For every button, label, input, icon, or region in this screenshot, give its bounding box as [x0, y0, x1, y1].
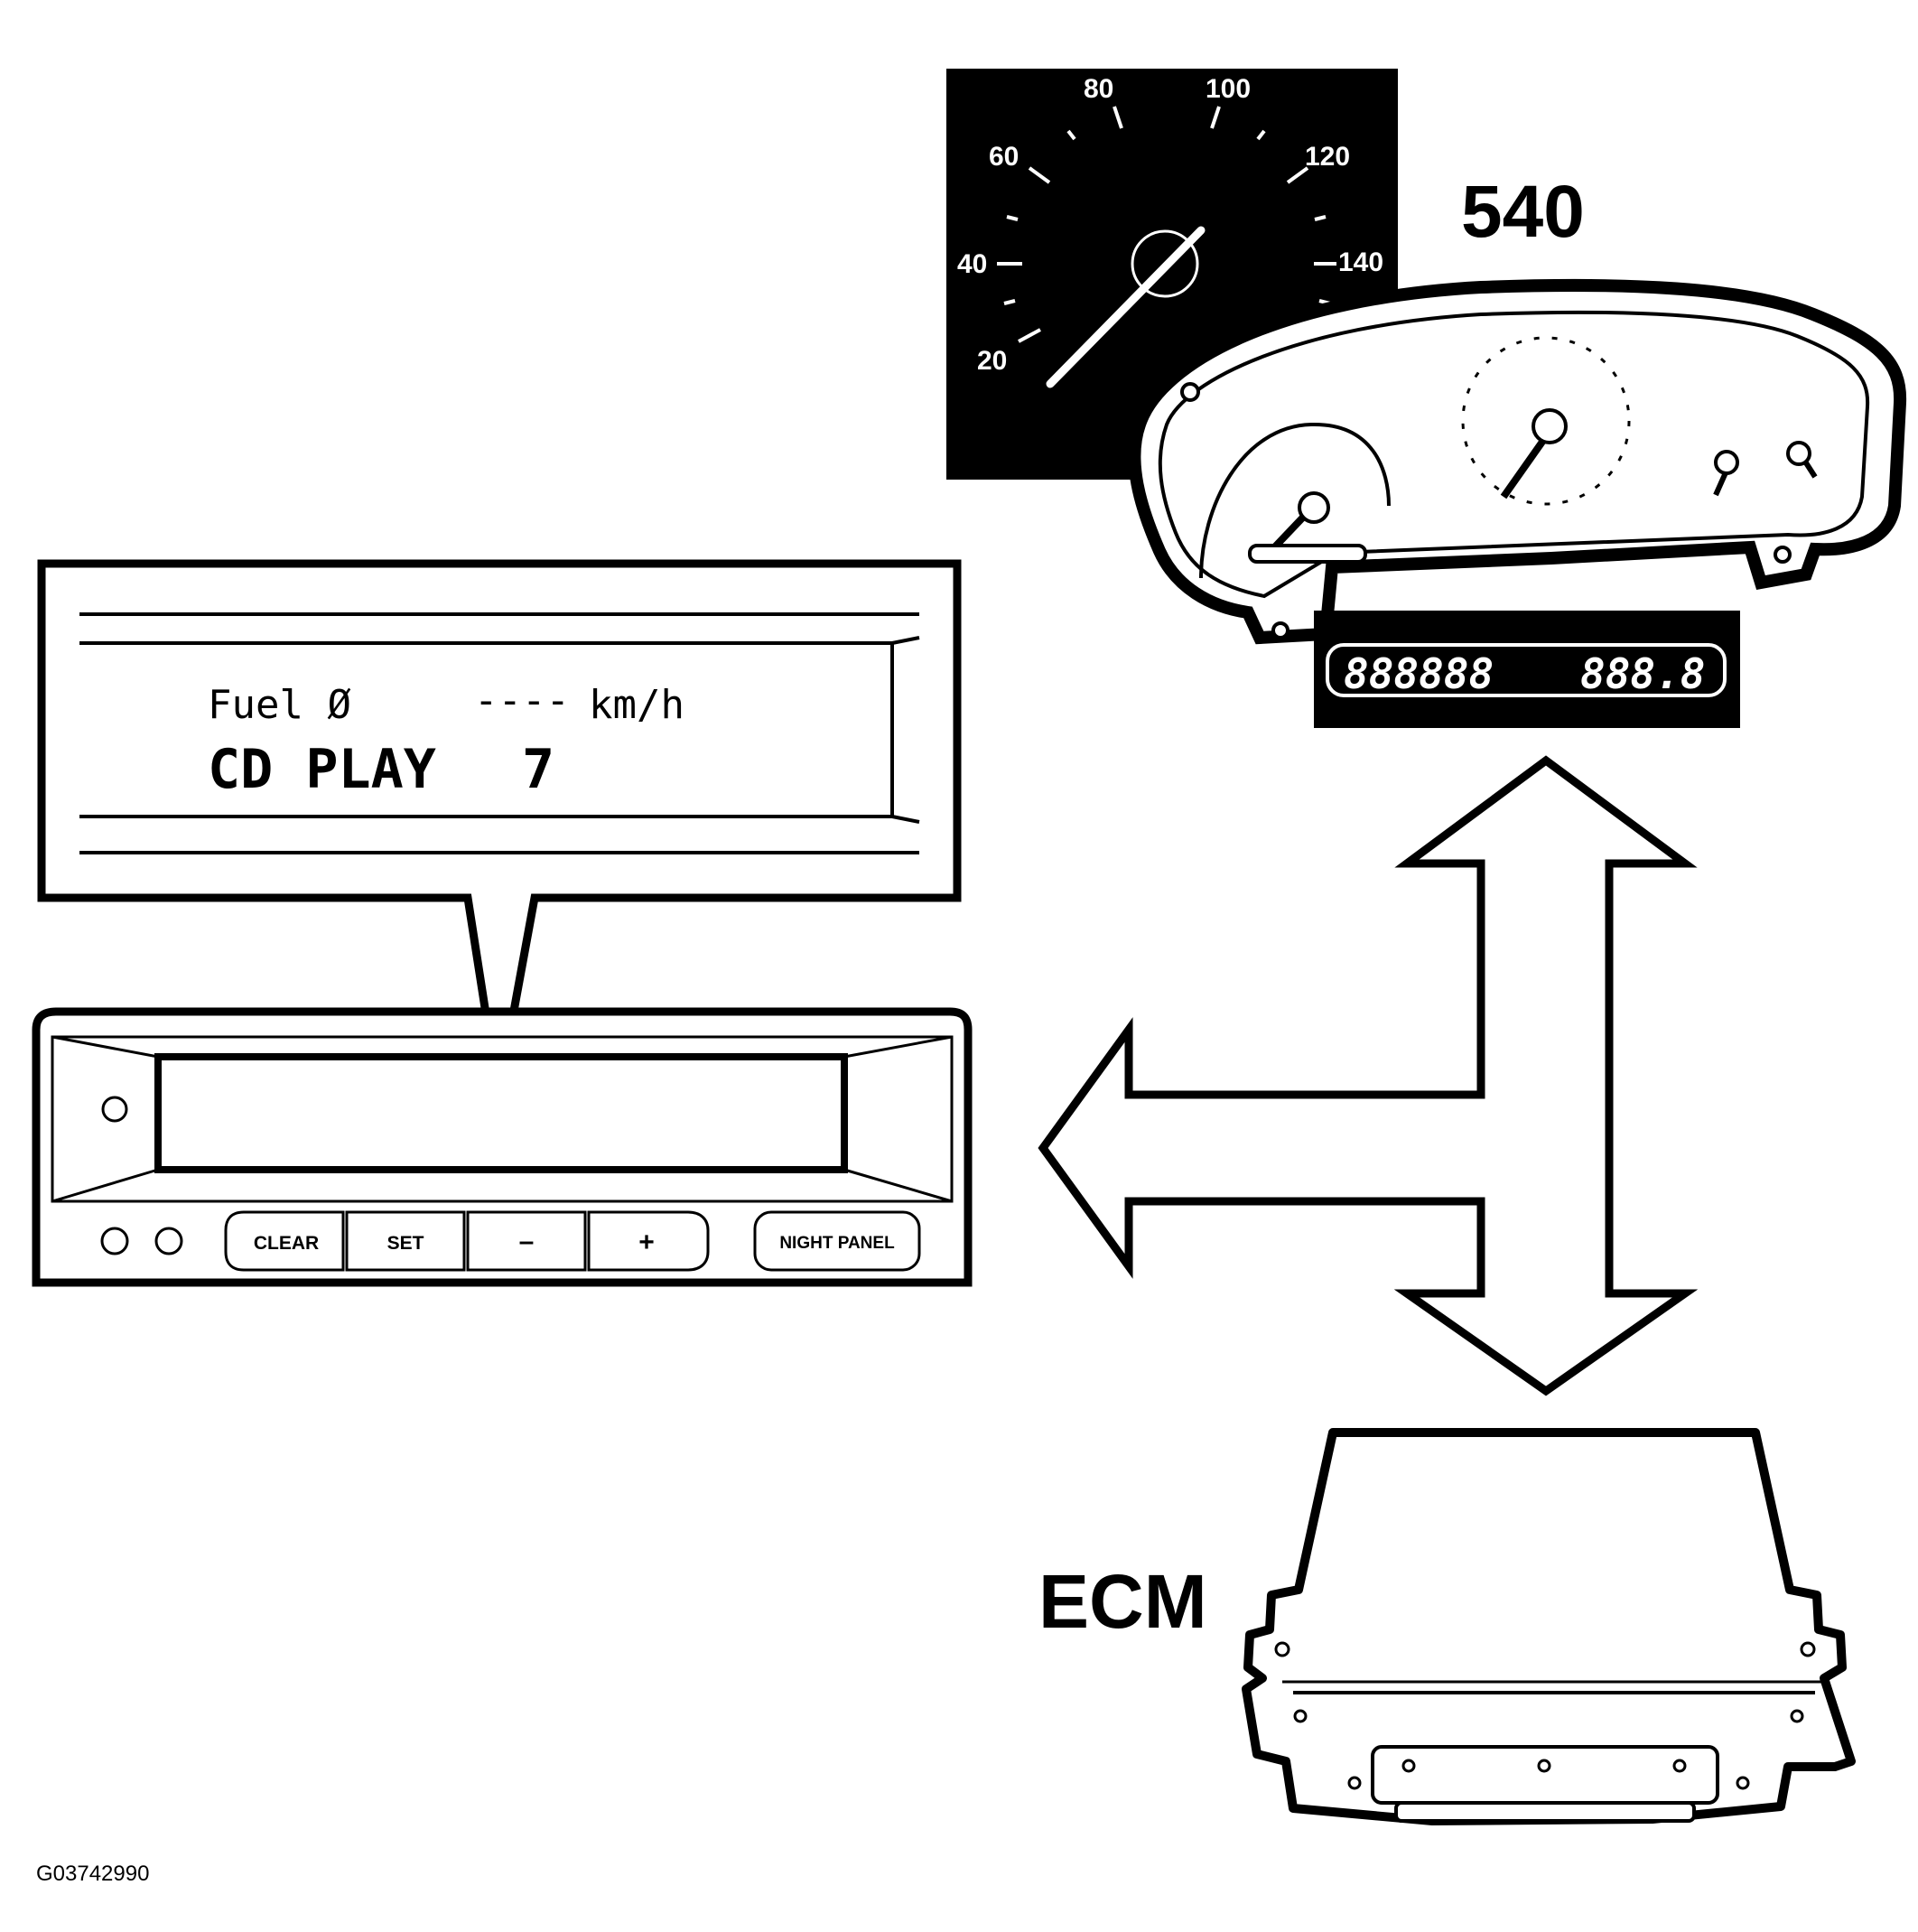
speedometer-hub: [1131, 229, 1199, 298]
sid-indicator-1: [100, 1227, 129, 1255]
small-gauge-hub-2: [1786, 441, 1811, 466]
tick-label-80: 80: [1084, 74, 1113, 104]
data-bus-arrow: [1038, 755, 1699, 1396]
clear-button-shape[interactable]: [224, 1210, 345, 1272]
sid-panel-face: [51, 1035, 954, 1203]
minus-button[interactable]: –: [466, 1210, 587, 1272]
night-panel-button-shape[interactable]: [753, 1210, 921, 1272]
cluster-screw-2: [1774, 546, 1792, 564]
display-speed-unit: km/h: [589, 682, 684, 728]
tick-label-140: 140: [1338, 247, 1383, 277]
display-source-label: CD PLAY: [208, 738, 436, 801]
cluster-left-gauge-arc: [1199, 422, 1391, 579]
clear-button-label: CLEAR: [254, 1233, 319, 1254]
ecm-module: [1242, 1428, 1856, 1825]
display-speed-value: ----: [474, 677, 570, 723]
tick-label-40: 40: [957, 249, 987, 279]
callout-bubble: [37, 559, 962, 1096]
plus-button-label: +: [638, 1227, 655, 1257]
cluster-screw-3: [1271, 621, 1290, 639]
ecm-bolt-6: [1537, 1759, 1551, 1773]
trip-value: 888.8: [1580, 649, 1705, 698]
tachometer-hub: [1532, 408, 1568, 444]
figure-id: G03742990: [36, 1862, 149, 1886]
small-gauge-hub-1: [1714, 450, 1739, 475]
odometer-display: 888888 888.8: [1314, 611, 1740, 728]
speedometer-tick-labels: 20 40 60 80 100 120 140: [957, 74, 1383, 376]
sid-light-sensor: [101, 1096, 128, 1123]
sid-panel: CLEAR SET – + NIGHT PANEL: [32, 1007, 973, 1287]
minus-button-label: –: [519, 1227, 535, 1256]
ecm-label: ECM: [1038, 1559, 1207, 1644]
ecm-connector-base: [1394, 1801, 1696, 1823]
sid-indicator-2: [154, 1227, 183, 1255]
set-button[interactable]: SET: [345, 1210, 466, 1272]
speedometer-needle: [1046, 226, 1206, 388]
ecm-bolt-5: [1401, 1759, 1416, 1773]
night-panel-button[interactable]: NIGHT PANEL: [753, 1210, 921, 1272]
ecm-bolt-9: [1736, 1776, 1750, 1790]
cluster-housing: [1128, 278, 1907, 645]
ecm-bolt-8: [1347, 1776, 1362, 1790]
cluster-bezel: [1158, 310, 1870, 599]
tick-label-60: 60: [989, 142, 1019, 172]
sid-panel-bevel-lines: [51, 1035, 953, 1203]
set-button-label: SET: [387, 1233, 424, 1254]
plus-button-shape[interactable]: [587, 1210, 710, 1272]
ecm-bolt-3: [1293, 1709, 1308, 1723]
instrument-cluster: [1128, 278, 1907, 645]
cluster-label: 540: [1461, 171, 1585, 253]
callout-screen-edge: [890, 636, 920, 824]
tick-label-20: 20: [977, 346, 1007, 376]
ecm-connector: [1371, 1745, 1719, 1805]
set-button-shape[interactable]: [345, 1210, 466, 1272]
callout-screen-text: Fuel Ø ---- km/h CD PLAY 7: [208, 677, 684, 801]
plus-button[interactable]: +: [587, 1210, 710, 1272]
ecm-bolt-2: [1800, 1641, 1816, 1657]
ecm-bolt-7: [1672, 1759, 1687, 1773]
cluster-bar: [1248, 544, 1367, 564]
night-panel-button-label: NIGHT PANEL: [779, 1234, 895, 1253]
display-track-number: 7: [522, 738, 554, 801]
odometer-background: [1314, 611, 1740, 728]
odometer-value: 888888: [1344, 649, 1494, 698]
tick-label-120: 120: [1305, 142, 1350, 172]
cluster-screw-1: [1180, 382, 1200, 402]
tick-label-100: 100: [1206, 74, 1251, 104]
ecm-bolt-1: [1274, 1641, 1290, 1657]
display-fuel-label: Fuel Ø: [208, 682, 351, 728]
display-callout: Fuel Ø ---- km/h CD PLAY 7: [37, 559, 962, 1096]
minus-button-shape[interactable]: [466, 1210, 587, 1272]
clear-button[interactable]: CLEAR: [224, 1210, 345, 1272]
left-gauge-hub: [1298, 491, 1330, 524]
tachometer-dial: [1461, 336, 1631, 506]
sid-display-window: [154, 1053, 848, 1173]
odometer-window: [1326, 643, 1727, 697]
ecm-bolt-4: [1790, 1709, 1804, 1723]
